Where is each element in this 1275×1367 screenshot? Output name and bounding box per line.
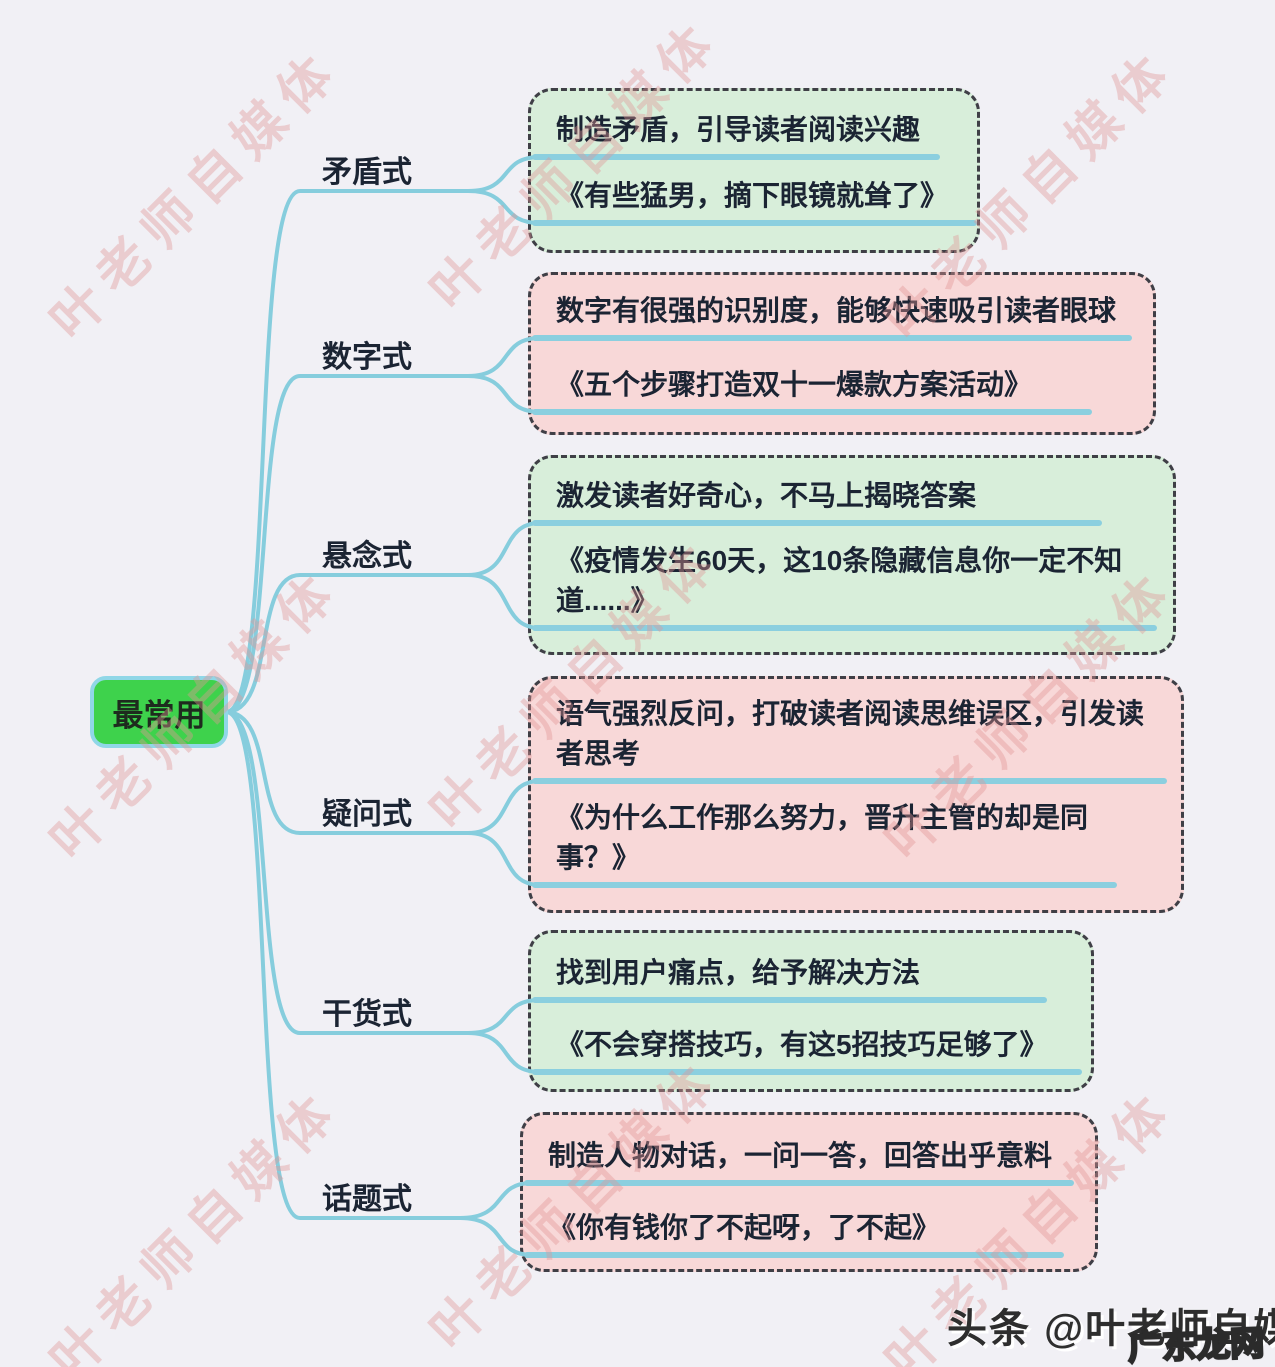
node-underline xyxy=(532,1069,1082,1075)
node-underline xyxy=(532,409,1092,415)
node-underline xyxy=(532,220,977,226)
branch-1-example[interactable]: 《五个步骤打造双十一爆款方案活动》 xyxy=(556,369,1033,400)
author-credit: 头条 @叶老师自媒体 xyxy=(947,1307,1275,1351)
node-underline xyxy=(532,882,1117,888)
branch-3-box xyxy=(528,676,1184,913)
branch-2-example[interactable]: 《疫情发生60天，这10条隐藏信息你一定不知道......》 xyxy=(556,545,1123,616)
connector xyxy=(224,189,470,714)
connector xyxy=(224,710,462,1220)
branch-5-example[interactable]: 《你有钱你了不起呀，了不起》 xyxy=(548,1212,941,1243)
connector xyxy=(224,573,470,714)
branch-0-label[interactable]: 矛盾式 xyxy=(322,156,412,189)
branch-4-desc[interactable]: 找到用户痛点，给予解决方法 xyxy=(556,957,921,988)
branch-2-label[interactable]: 悬念式 xyxy=(322,540,412,573)
node-underline xyxy=(532,335,1132,341)
branch-1-box xyxy=(528,272,1156,435)
node-underline xyxy=(532,154,940,160)
branch-4-example[interactable]: 《不会穿搭技巧，有这5招技巧足够了》 xyxy=(556,1029,1048,1060)
node-underline xyxy=(524,1180,1074,1186)
watermark-text: 叶老师自媒体 xyxy=(39,1078,353,1367)
node-underline xyxy=(532,997,1047,1003)
node-underline xyxy=(532,520,1102,526)
branch-2-desc[interactable]: 激发读者好奇心，不马上揭晓答案 xyxy=(556,480,977,511)
branch-5-label[interactable]: 话题式 xyxy=(322,1183,412,1216)
branch-4-box xyxy=(528,930,1094,1092)
branch-3-desc[interactable]: 语气强烈反问，打破读者阅读思维误区，引发读者思考 xyxy=(556,698,1145,769)
branch-0-desc[interactable]: 制造矛盾，引导读者阅读兴趣 xyxy=(556,114,921,145)
branch-5-box xyxy=(520,1112,1098,1272)
node-underline xyxy=(524,1252,1064,1258)
branch-4-label[interactable]: 干货式 xyxy=(322,998,412,1031)
site-watermark: 广东龙网 xyxy=(1126,1323,1266,1367)
branch-2-box xyxy=(528,455,1176,655)
branch-3-label[interactable]: 疑问式 xyxy=(322,798,412,831)
node-underline xyxy=(532,778,1167,784)
branch-3-example[interactable]: 《为什么工作那么努力，晋升主管的却是同事？》 xyxy=(556,802,1089,873)
watermark-text: 叶老师自媒体 xyxy=(39,38,353,351)
branch-0-example[interactable]: 《有些猛男，摘下眼镜就耸了》 xyxy=(556,180,949,211)
connector xyxy=(224,710,470,1035)
node-underline xyxy=(532,625,1157,631)
branch-1-desc[interactable]: 数字有很强的识别度，能够快速吸引读者眼球 xyxy=(556,295,1117,326)
branch-1-label[interactable]: 数字式 xyxy=(322,341,412,374)
root-node[interactable]: 最常用 xyxy=(90,676,228,748)
branch-5-desc[interactable]: 制造人物对话，一问一答，回答出乎意料 xyxy=(548,1140,1053,1171)
